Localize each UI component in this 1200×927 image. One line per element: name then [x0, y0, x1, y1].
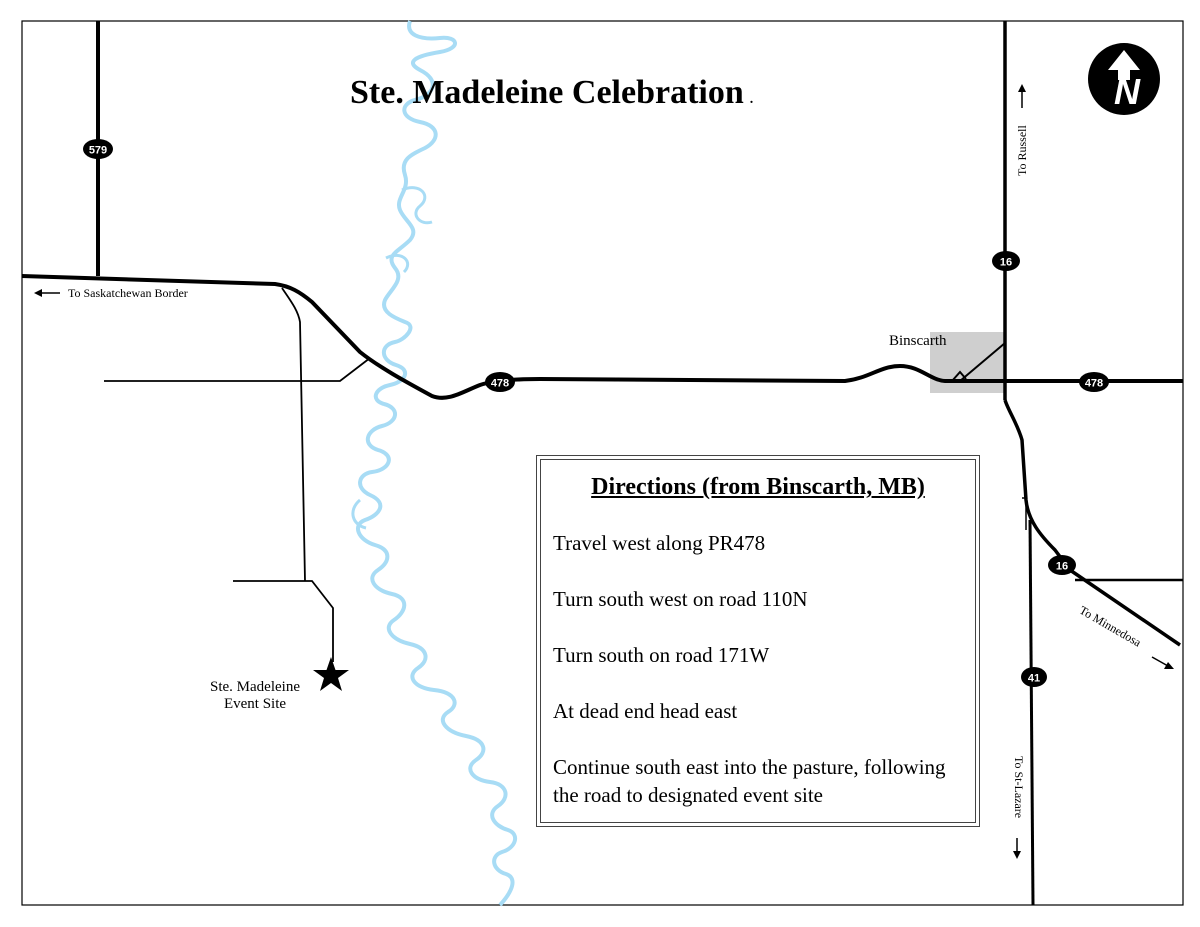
arrow-down-head-icon — [1013, 851, 1021, 859]
directions-box-inner: Directions (from Binscarth, MB) Travel w… — [540, 459, 976, 823]
shield-478-east: 478 — [1079, 372, 1109, 392]
shield-478-west: 478 — [485, 372, 515, 392]
directions-heading: Directions (from Binscarth, MB) — [591, 474, 925, 500]
directions-step: Turn south west on road 110N — [553, 587, 808, 611]
highway-478 — [21, 274, 1183, 400]
map-title: Ste. Madeleine Celebration. — [350, 74, 753, 112]
binscarth-hook — [951, 370, 967, 382]
road-dead-end — [233, 580, 334, 662]
river — [356, 20, 518, 907]
directions-step: Turn south on road 171W — [553, 643, 770, 667]
shield-16-north-label: 16 — [1000, 257, 1012, 269]
arrow-southeast-head-icon — [1164, 662, 1174, 669]
river-oxbow — [401, 186, 433, 225]
arrow-left-head-icon — [34, 289, 42, 297]
river-oxbow — [351, 498, 367, 530]
highway-16-divider — [1022, 497, 1027, 530]
highway-41 — [1028, 519, 1035, 906]
label-to-sask-border: To Saskatchewan Border — [68, 286, 188, 300]
label-event-site-line2: Event Site — [223, 696, 287, 712]
label-event-site-line1: Ste. Madeleine — [210, 679, 300, 695]
label-to-st-lazare: To St-Lazare — [1012, 756, 1026, 819]
shield-478-east-label: 478 — [1085, 378, 1103, 390]
arrow-southeast-icon — [1151, 656, 1169, 667]
arrow-up-head-icon — [1018, 84, 1026, 92]
directions-step: Travel west along PR478 — [553, 531, 766, 555]
shield-16-north: 16 — [992, 251, 1020, 271]
road-110n — [104, 357, 371, 382]
shield-579-label: 579 — [89, 145, 107, 157]
binscarth-connector — [959, 342, 1006, 382]
event-site-star-icon — [313, 657, 349, 691]
shield-41-label: 41 — [1028, 673, 1040, 685]
road-171w — [281, 287, 306, 582]
directions-box: Directions (from Binscarth, MB) Travel w… — [536, 455, 980, 827]
shield-41: 41 — [1021, 667, 1047, 687]
river-oxbow — [385, 253, 410, 274]
label-binscarth: Binscarth — [889, 333, 947, 349]
label-event-site: Ste. Madeleine Event Site — [200, 679, 310, 713]
north-arrow-icon — [1088, 43, 1160, 115]
map-border — [21, 20, 1184, 906]
directions-step: Continue south east into the pasture, fo… — [553, 755, 946, 807]
shield-478-west-label: 478 — [491, 378, 509, 390]
label-to-russell: To Russell — [1015, 125, 1029, 176]
shield-16-south-label: 16 — [1056, 561, 1068, 573]
shield-579: 579 — [83, 139, 113, 159]
map-title-dot: . — [749, 92, 754, 107]
directions-step: At dead end head east — [553, 699, 738, 723]
map-title-text: Ste. Madeleine Celebration — [350, 74, 744, 111]
compass-letter: N — [1114, 71, 1141, 112]
shield-16-south: 16 — [1048, 555, 1076, 575]
